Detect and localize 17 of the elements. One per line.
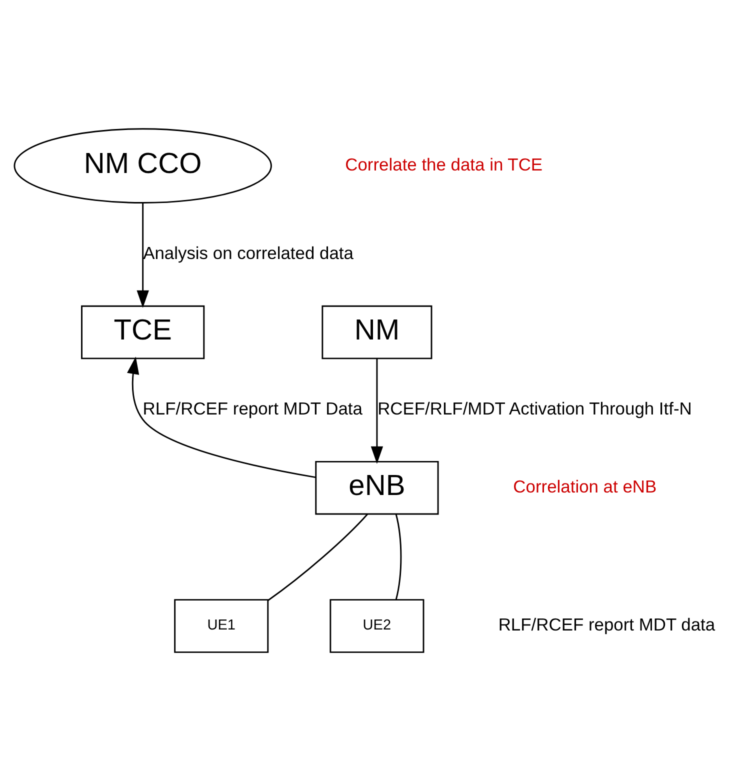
connector [395, 513, 402, 600]
edge-label: Analysis on correlated data [143, 242, 354, 262]
label: RLF/RCEF report MDT data [498, 614, 716, 634]
node-box: UE1 [174, 598, 269, 652]
node-box: UE2 [330, 598, 424, 652]
connector [268, 513, 368, 600]
arrow [127, 356, 316, 478]
arrow [136, 202, 149, 308]
node-box: eNB [315, 460, 439, 514]
node-box: NM [322, 304, 432, 359]
edge-label: RCEF/RLF/MDT Activation Through Itf-N [378, 398, 692, 418]
arrow [370, 358, 384, 464]
label: Correlate the data in TCE [345, 154, 543, 174]
node-ellipse: NM CCO [14, 128, 272, 203]
edge-label: RLF/RCEF report MDT Data [142, 398, 362, 418]
node-box: TCE [81, 304, 205, 359]
label: Correlation at eNB [513, 476, 657, 496]
